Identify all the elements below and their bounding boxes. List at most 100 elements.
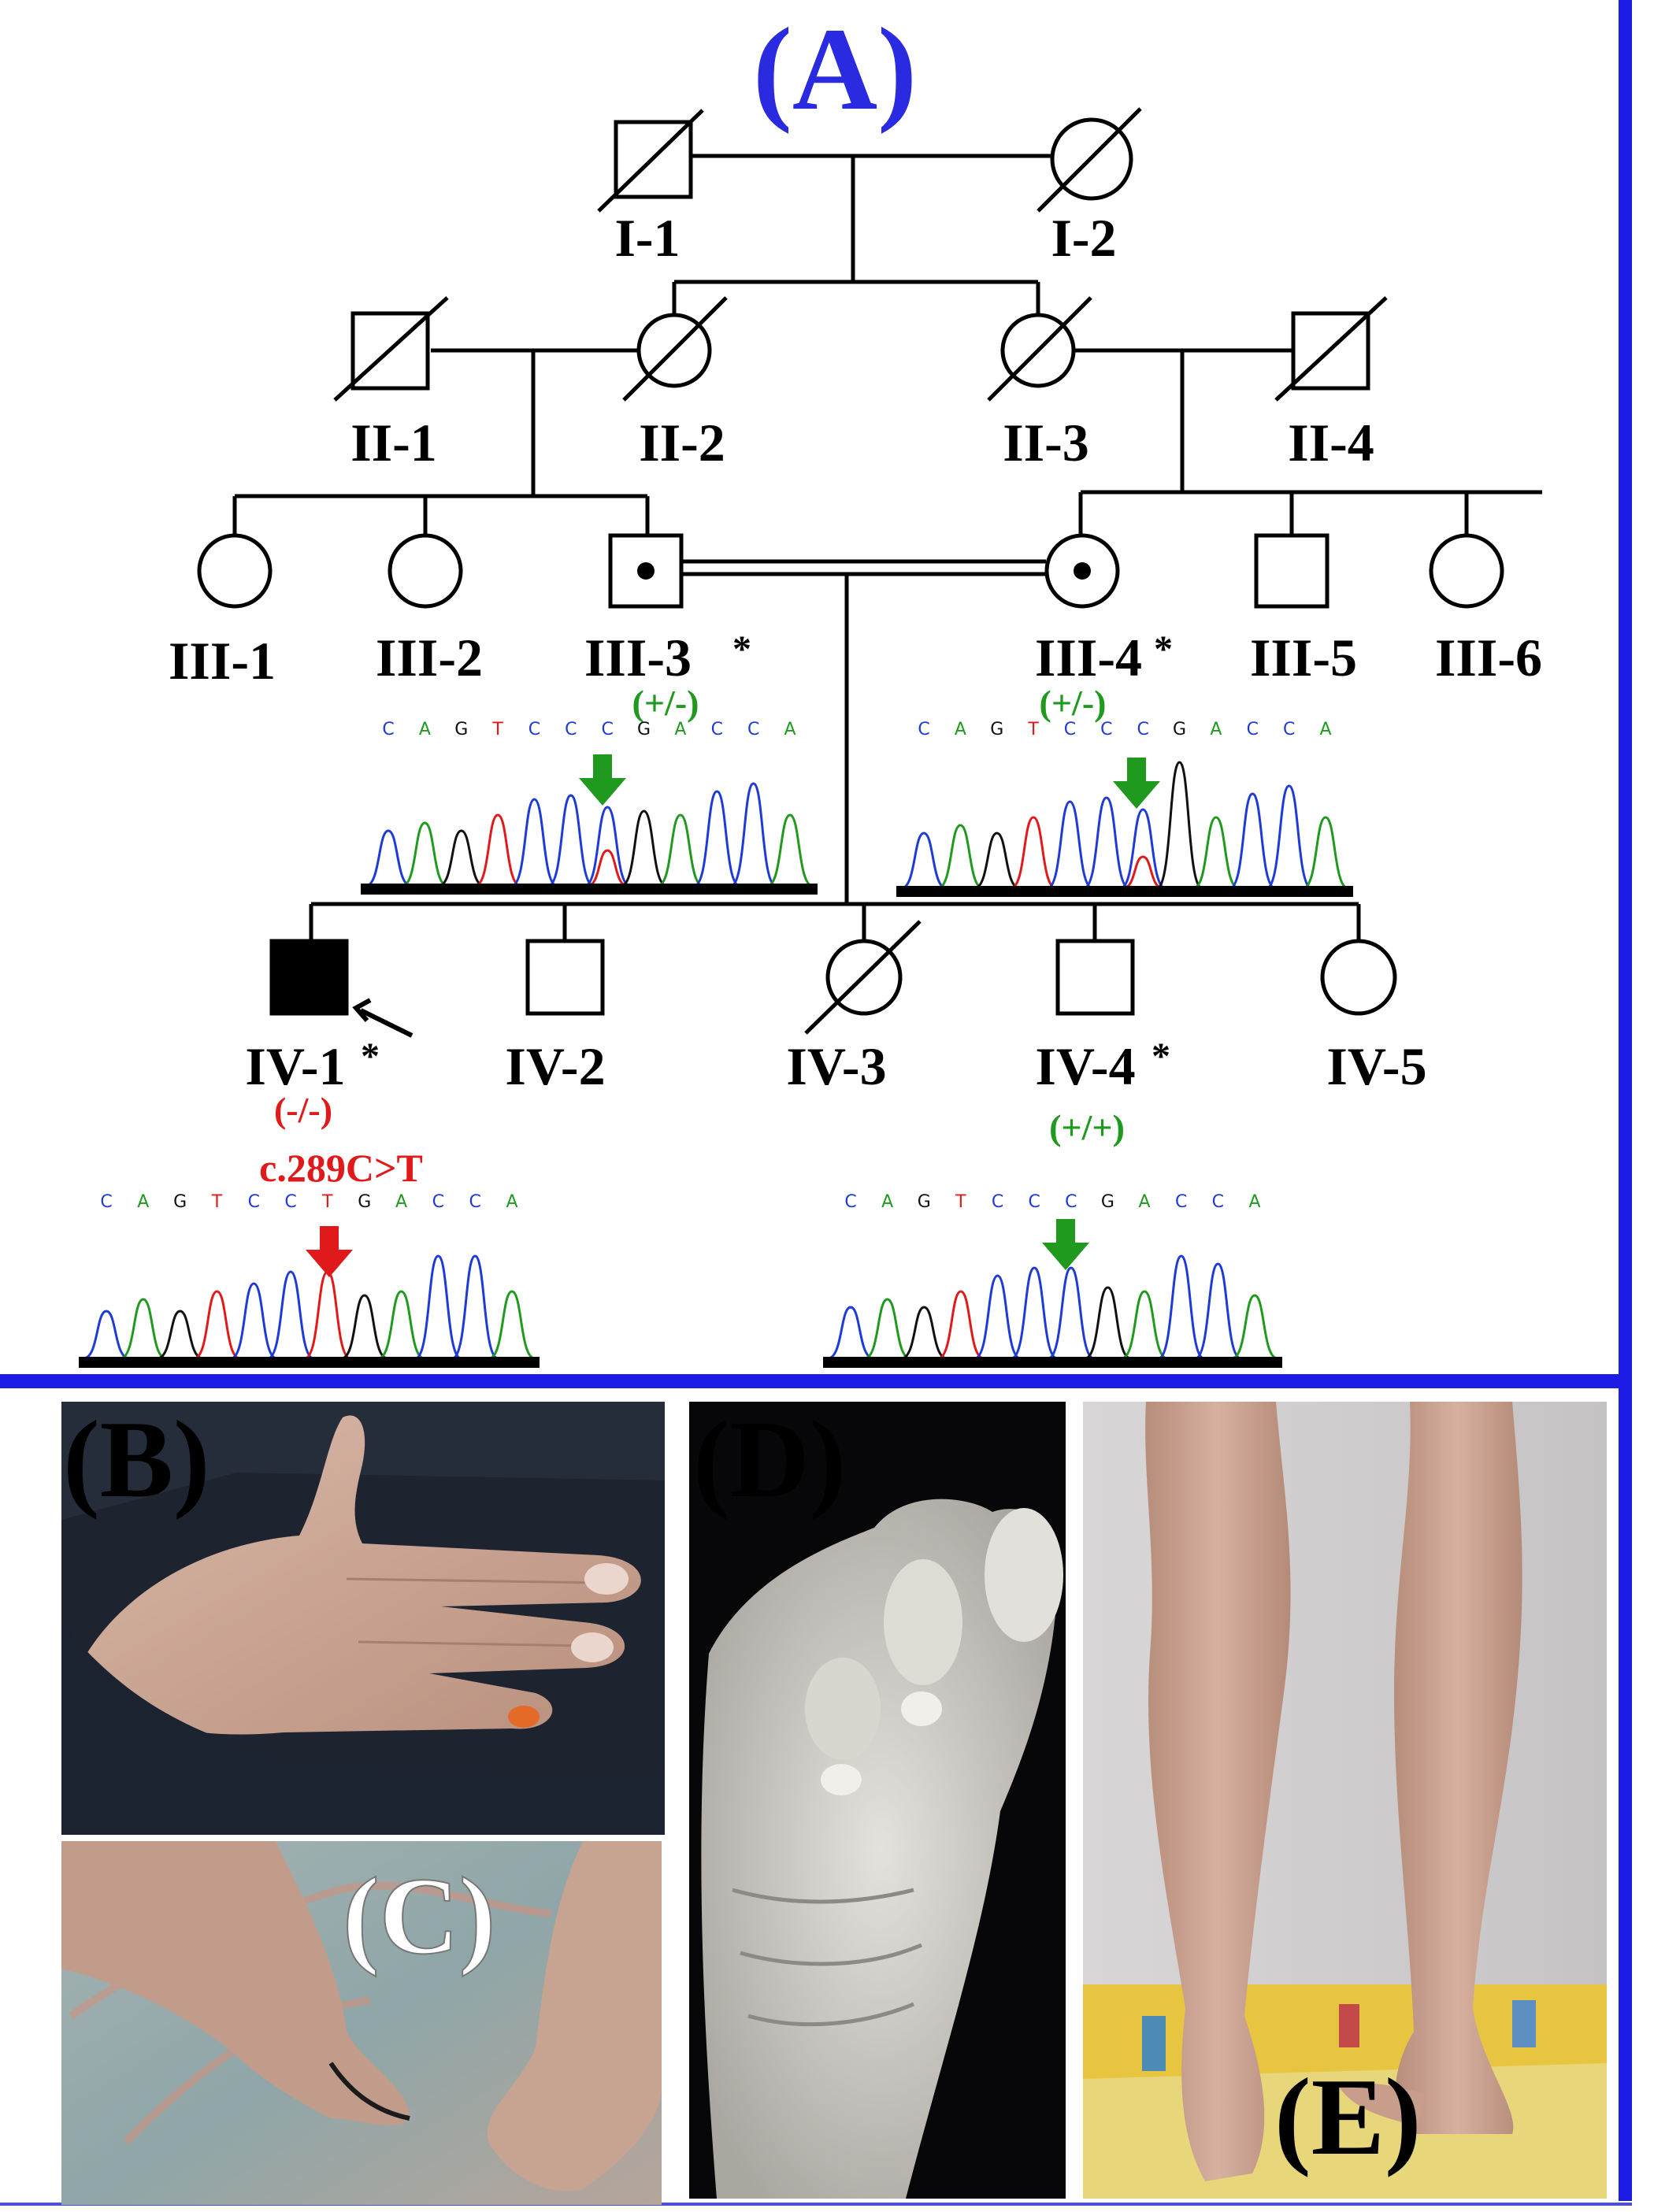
base-III-4-4: C xyxy=(1064,720,1076,739)
IV-1-tested-mark: * xyxy=(361,1036,380,1077)
peak-IV-4-7 xyxy=(1085,1286,1131,1360)
base-IV-1-2: G xyxy=(173,1192,187,1212)
III-2-label: III-2 xyxy=(376,628,483,687)
base-IV-4-6: C xyxy=(1065,1192,1077,1212)
III-3-square xyxy=(608,533,684,609)
peak-III-3-0 xyxy=(365,829,412,887)
secondary-peak-III-4 xyxy=(1122,855,1164,890)
peak-III-4-9 xyxy=(1229,792,1276,890)
III-3-genotype: (+/-) xyxy=(632,683,699,723)
peak-III-4-6 xyxy=(1119,808,1166,890)
base-IV-1-1: A xyxy=(137,1192,149,1212)
III-3-label: III-3 xyxy=(584,628,692,687)
peak-IV-1-4 xyxy=(230,1282,277,1360)
panel-e-right-border xyxy=(1619,1374,1632,2201)
bottom-border xyxy=(0,2203,1632,2206)
peak-IV-4-1 xyxy=(864,1298,911,1360)
chromatogram-baseline-III-4 xyxy=(896,886,1353,897)
panel-b-label: (B) xyxy=(63,1399,210,1521)
photo-e-legs xyxy=(1083,1402,1607,2199)
peak-IV-1-0 xyxy=(83,1310,130,1360)
base-III-4-2: G xyxy=(990,720,1003,739)
base-IV-1-6: T xyxy=(321,1192,333,1212)
IV-1-variant: c.289C>T xyxy=(259,1146,423,1190)
III-4-label: III-4 xyxy=(1035,628,1142,687)
peak-IV-1-3 xyxy=(193,1290,241,1360)
base-III-4-7: G xyxy=(1173,720,1186,739)
peak-III-3-2 xyxy=(438,829,484,887)
base-III-3-0: C xyxy=(382,720,394,739)
peak-IV-4-10 xyxy=(1194,1262,1241,1360)
peak-III-4-4 xyxy=(1047,800,1093,890)
base-IV-1-9: C xyxy=(432,1192,444,1212)
base-III-3-6: C xyxy=(601,720,613,739)
base-III-3-4: C xyxy=(528,720,540,739)
chromatogram-baseline-III-3 xyxy=(361,884,818,895)
base-III-3-9: C xyxy=(711,720,723,739)
base-IV-4-11: A xyxy=(1248,1192,1260,1212)
peak-III-3-1 xyxy=(402,821,448,887)
base-III-4-11: A xyxy=(1319,720,1331,739)
base-III-3-2: G xyxy=(454,720,468,739)
II-4-deceased-slash xyxy=(1274,296,1388,402)
variant-arrow-III-3 xyxy=(579,754,626,806)
peak-III-3-8 xyxy=(657,813,704,887)
chromatogram-baseline-IV-1 xyxy=(79,1357,540,1368)
base-IV-4-8: A xyxy=(1139,1192,1151,1212)
peak-III-4-3 xyxy=(1010,816,1057,890)
base-III-3-11: A xyxy=(784,720,795,739)
III-5-square xyxy=(1254,533,1330,609)
base-IV-1-3: T xyxy=(211,1192,223,1212)
peak-III-3-7 xyxy=(621,810,667,887)
photo-c-feet xyxy=(61,1841,662,2205)
III-1-circle xyxy=(197,533,273,609)
peak-IV-1-8 xyxy=(377,1290,425,1360)
II-3-deceased-slash xyxy=(987,296,1092,402)
chromatogram-baseline-IV-4 xyxy=(823,1357,1282,1368)
peak-IV-4-6 xyxy=(1048,1266,1095,1360)
base-IV-1-0: C xyxy=(100,1192,112,1212)
peak-IV-4-0 xyxy=(827,1306,874,1360)
base-IV-4-4: C xyxy=(992,1192,1003,1212)
base-III-3-8: A xyxy=(674,720,686,739)
base-III-4-10: C xyxy=(1283,720,1295,739)
peak-III-3-6 xyxy=(584,806,631,887)
I-1-label: I-1 xyxy=(614,208,680,268)
peak-III-4-10 xyxy=(1266,784,1313,890)
IV-1-genotype: (-/-) xyxy=(274,1090,332,1130)
peak-III-4-2 xyxy=(973,832,1020,890)
IV-4-genotype: (+/+) xyxy=(1049,1107,1125,1147)
base-III-3-7: G xyxy=(637,720,651,739)
photo-d-foot xyxy=(689,1402,1066,2199)
III-4-genotype: (+/-) xyxy=(1040,683,1107,723)
I-2-label: I-2 xyxy=(1051,208,1116,268)
I-1-deceased-slash xyxy=(597,109,704,213)
peak-IV-1-6 xyxy=(304,1270,351,1360)
II-1-label: II-1 xyxy=(350,413,437,472)
peak-IV-1-2 xyxy=(157,1310,204,1360)
IV-3-deceased-slash xyxy=(804,920,922,1035)
peak-IV-1-10 xyxy=(451,1254,499,1360)
base-III-3-1: A xyxy=(419,720,431,739)
secondary-peak-III-3 xyxy=(587,849,629,887)
base-III-4-3: T xyxy=(1027,720,1039,739)
base-III-3-5: C xyxy=(565,720,577,739)
peak-III-3-3 xyxy=(474,813,521,887)
base-IV-4-3: T xyxy=(955,1192,966,1212)
base-IV-1-10: C xyxy=(469,1192,480,1212)
base-III-4-8: A xyxy=(1210,720,1222,739)
panel-e-label: (E) xyxy=(1274,2056,1422,2178)
panel-a-label: (A) xyxy=(753,4,917,135)
III-1-label: III-1 xyxy=(169,631,276,691)
peak-IV-4-5 xyxy=(1011,1266,1058,1360)
III-6-circle xyxy=(1429,533,1504,609)
peak-III-3-9 xyxy=(693,790,740,887)
peak-IV-4-8 xyxy=(1121,1290,1168,1360)
II-4-label: II-4 xyxy=(1288,413,1374,472)
IV-5-label: IV-5 xyxy=(1326,1036,1426,1096)
peak-III-3-5 xyxy=(547,794,595,887)
panel-c-label: (C) xyxy=(343,1855,495,1977)
